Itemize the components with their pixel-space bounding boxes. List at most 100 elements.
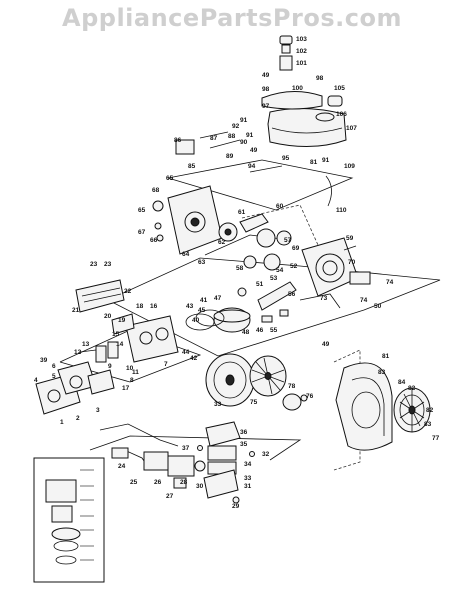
callout: 32 — [262, 451, 270, 458]
callout: 81 — [382, 353, 390, 360]
callout: 98 — [262, 86, 270, 93]
callout: 90 — [240, 139, 248, 146]
tank-bracket-bolts — [175, 131, 332, 207]
callout: 42 — [190, 355, 198, 362]
callout: 23 — [104, 261, 112, 268]
callout: 23 — [90, 261, 98, 268]
callout: 87 — [210, 135, 218, 142]
callout: 19 — [118, 317, 126, 324]
callout: 55 — [270, 327, 278, 334]
callout: 26 — [154, 479, 162, 486]
callout: 98 — [316, 75, 324, 82]
callout: 14 — [116, 341, 124, 348]
callout: 91 — [240, 117, 248, 124]
callout: 61 — [238, 209, 246, 216]
callout: 92 — [232, 123, 240, 130]
callout: 102 — [296, 48, 307, 55]
callout: 68 — [152, 187, 160, 194]
callout: 37 — [182, 445, 190, 452]
callout: 62 — [218, 239, 226, 246]
callout: 46 — [256, 327, 264, 334]
crankcase-cover — [152, 185, 223, 255]
callout: 103 — [296, 36, 307, 43]
callout: 77 — [432, 435, 440, 442]
callout: 41 — [200, 297, 208, 304]
muffler-guard — [261, 91, 343, 110]
flywheel — [205, 353, 255, 407]
callout: 94 — [248, 163, 256, 170]
callout: 52 — [290, 263, 298, 270]
callout: 65 — [138, 207, 146, 214]
callout: 29 — [232, 503, 240, 510]
callout: 4 — [34, 377, 38, 384]
callout: 81 — [310, 159, 318, 166]
callout: 5 — [52, 373, 56, 380]
callout: 50 — [374, 303, 382, 310]
callout: 56 — [288, 291, 296, 298]
callout: 75 — [250, 399, 258, 406]
callout: 100 — [292, 85, 303, 92]
callout: 28 — [180, 479, 188, 486]
callout: 39 — [40, 357, 48, 364]
watermark: AppliancePartsPros.com — [62, 4, 402, 32]
callout: 9 — [108, 363, 112, 370]
head-gasket-plates — [35, 361, 115, 415]
callout: 43 — [186, 303, 194, 310]
callout: 7 — [164, 361, 168, 368]
callout: 2 — [76, 415, 80, 422]
callout: 49 — [262, 72, 270, 79]
callout: 66 — [150, 237, 158, 244]
callout: 47 — [214, 295, 222, 302]
callout: 74 — [360, 297, 368, 304]
callout: 3 — [96, 407, 100, 414]
callout: 34 — [244, 461, 252, 468]
callout: 91 — [246, 132, 254, 139]
callout: 74 — [386, 279, 394, 286]
callout: 67 — [138, 229, 146, 236]
callout: 35 — [240, 441, 248, 448]
callout: 105 — [334, 85, 345, 92]
callout: 45 — [198, 307, 206, 314]
callout: 78 — [288, 383, 296, 390]
callout: 69 — [292, 245, 300, 252]
callout: 49 — [250, 147, 258, 154]
callout: 83 — [378, 369, 386, 376]
callout: 40 — [192, 317, 200, 324]
valve-cover — [75, 279, 125, 313]
blower-housing — [335, 362, 393, 451]
callout: 65 — [166, 175, 174, 182]
callout: 101 — [296, 60, 307, 67]
fuel-cap-assembly — [279, 35, 293, 71]
callout: 21 — [72, 307, 80, 314]
callout: 109 — [344, 163, 355, 170]
callout: 110 — [336, 207, 347, 214]
fuel-tank — [267, 107, 347, 148]
callout: 8 — [130, 377, 134, 384]
crankshaft-camshaft — [218, 213, 292, 271]
callout: 30 — [196, 483, 204, 490]
callout: 91 — [322, 157, 330, 164]
callout: 106 — [336, 111, 347, 118]
air-filter-assembly — [197, 421, 255, 504]
callout: 86 — [174, 137, 182, 144]
callout: 58 — [236, 265, 244, 272]
callout: 76 — [306, 393, 314, 400]
callout: 27 — [166, 493, 174, 500]
callout: 95 — [282, 155, 290, 162]
callout: 49 — [322, 341, 330, 348]
callout: 57 — [284, 237, 292, 244]
callout: 73 — [320, 295, 328, 302]
callout: 33 — [244, 475, 252, 482]
callout: 36 — [240, 429, 248, 436]
piston-rings — [185, 309, 225, 331]
callout: 83 — [424, 421, 432, 428]
callout: 31 — [244, 483, 252, 490]
callout: 10 — [126, 365, 134, 372]
piston-connecting-rod — [213, 281, 297, 333]
callout: 88 — [228, 133, 236, 140]
callout: 17 — [122, 385, 130, 392]
callout: 1 — [60, 419, 64, 426]
callout: 12 — [74, 349, 82, 356]
cooling-fan — [249, 355, 287, 397]
